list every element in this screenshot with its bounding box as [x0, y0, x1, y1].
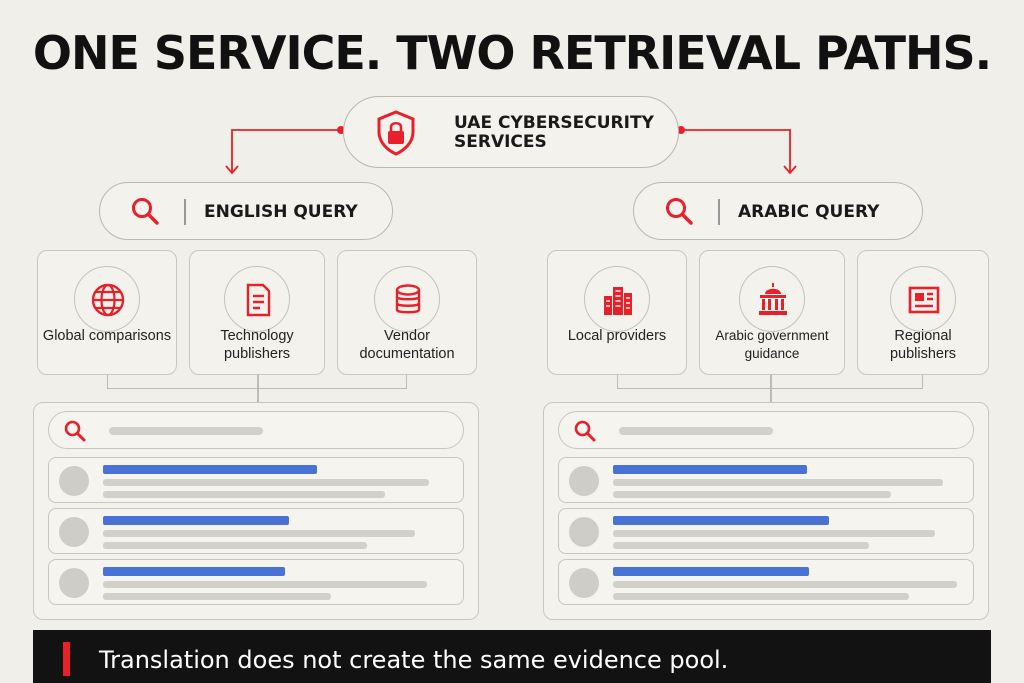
- source-card-regional: Regional publishers: [857, 250, 989, 375]
- result-text-line: [103, 542, 367, 549]
- document-icon: [246, 283, 271, 317]
- separator: [184, 199, 186, 225]
- globe-icon: [91, 283, 125, 317]
- result-text-line: [613, 542, 869, 549]
- newspaper-icon: [908, 286, 940, 314]
- shield-lock-icon: [377, 110, 415, 156]
- source-card-government: Arabic government guidance: [699, 250, 845, 375]
- result-title-line: [103, 465, 317, 474]
- result-text-line: [613, 530, 935, 537]
- icon-circle: [374, 266, 440, 332]
- search-icon: [132, 198, 159, 225]
- search-icon: [64, 420, 86, 442]
- result-text-line: [613, 581, 957, 588]
- result-title-line: [613, 516, 829, 525]
- result-avatar: [569, 568, 599, 598]
- icon-circle: [739, 266, 805, 332]
- search-icon: [574, 420, 596, 442]
- english-results-panel: [33, 402, 479, 620]
- search-result[interactable]: [558, 508, 974, 554]
- arabic-query-label: ARABIC QUERY: [738, 202, 880, 222]
- search-result[interactable]: [48, 508, 464, 554]
- source-label: Global comparisons: [42, 328, 172, 344]
- icon-circle: [224, 266, 290, 332]
- page-title: ONE SERVICE. TWO RETRIEVAL PATHS.: [32, 26, 992, 80]
- result-title-line: [613, 465, 807, 474]
- search-result[interactable]: [48, 559, 464, 605]
- search-result[interactable]: [48, 457, 464, 503]
- result-text-line: [103, 530, 415, 537]
- icon-circle: [584, 266, 650, 332]
- source-label: Vendor documentation: [359, 328, 455, 362]
- service-label: UAE CYBERSECURITY SERVICES: [454, 113, 654, 152]
- result-avatar: [59, 517, 89, 547]
- separator: [718, 199, 720, 225]
- search-icon: [666, 198, 693, 225]
- arabic-results-panel: [543, 402, 989, 620]
- english-query-label: ENGLISH QUERY: [204, 202, 358, 222]
- result-title-line: [103, 516, 289, 525]
- accent-mark: [63, 642, 70, 676]
- source-label: Arabic government guidance: [715, 328, 829, 361]
- source-card-vendor: Vendor documentation: [337, 250, 477, 375]
- source-card-global: Global comparisons: [37, 250, 177, 375]
- result-text-line: [103, 581, 427, 588]
- result-avatar: [59, 466, 89, 496]
- result-text-line: [103, 491, 385, 498]
- result-text-line: [613, 491, 891, 498]
- source-card-local: Local providers: [547, 250, 687, 375]
- result-text-line: [613, 593, 909, 600]
- source-label: Technology publishers: [220, 328, 294, 362]
- result-title-line: [103, 567, 285, 576]
- search-result[interactable]: [558, 457, 974, 503]
- result-avatar: [569, 466, 599, 496]
- banner-text: Translation does not create the same evi…: [99, 646, 729, 674]
- result-title-line: [613, 567, 809, 576]
- icon-circle: [890, 266, 956, 332]
- source-label: Local providers: [567, 328, 667, 344]
- arrow-to-english: [225, 129, 341, 175]
- icon-circle: [74, 266, 140, 332]
- result-text-line: [103, 593, 331, 600]
- service-node: UAE CYBERSECURITY SERVICES: [343, 96, 679, 168]
- takeaway-banner: Translation does not create the same evi…: [33, 630, 991, 683]
- arabic-query-pill: ARABIC QUERY: [633, 182, 923, 240]
- english-query-pill: ENGLISH QUERY: [99, 182, 393, 240]
- database-icon: [395, 284, 421, 314]
- connector-stem: [257, 375, 259, 402]
- connector-stem: [770, 375, 772, 402]
- result-avatar: [569, 517, 599, 547]
- search-bar[interactable]: [48, 411, 464, 449]
- buildings-icon: [604, 287, 632, 315]
- search-bar[interactable]: [558, 411, 974, 449]
- search-placeholder-line: [619, 427, 773, 435]
- source-label: Regional publishers: [889, 328, 957, 362]
- government-building-icon: [759, 283, 787, 315]
- result-text-line: [613, 479, 943, 486]
- arrow-to-arabic: [681, 129, 797, 175]
- result-text-line: [103, 479, 429, 486]
- result-avatar: [59, 568, 89, 598]
- search-placeholder-line: [109, 427, 263, 435]
- search-result[interactable]: [558, 559, 974, 605]
- source-card-technology: Technology publishers: [189, 250, 325, 375]
